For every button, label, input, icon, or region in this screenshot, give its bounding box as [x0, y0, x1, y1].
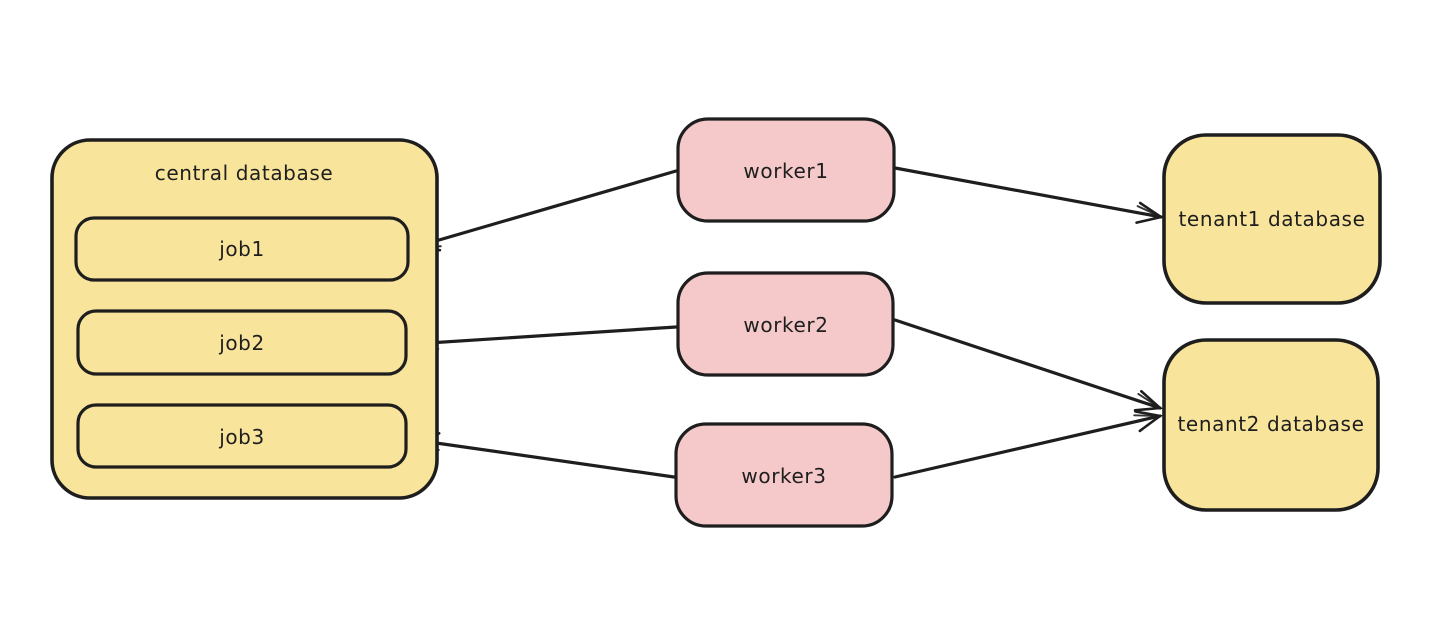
- tenant1-database-label: tenant1 database: [1178, 207, 1365, 231]
- tenant1-database-node: tenant1 database: [1162, 133, 1382, 305]
- worker1-box: [676, 117, 896, 223]
- worker2-label: worker2: [743, 313, 828, 337]
- edge-worker2-to-tenant2-database: [893, 318, 1160, 408]
- job3-node: job3: [76, 403, 408, 469]
- worker3-node: worker3: [674, 422, 894, 528]
- central-database-node: central database job1 job2 job3: [50, 138, 439, 500]
- edge-worker1-to-tenant1-database: [893, 166, 1161, 217]
- job1-label: job1: [218, 237, 265, 261]
- job2-label: job2: [218, 331, 265, 355]
- edge-worker2-to-job2: [413, 325, 678, 344]
- job3-label: job3: [218, 425, 265, 449]
- tenant2-database-node: tenant2 database: [1162, 338, 1380, 512]
- job1-node: job1: [74, 216, 410, 282]
- worker2-node: worker2: [676, 271, 895, 377]
- worker1-label: worker1: [743, 159, 828, 183]
- edge-worker3-to-tenant2-database: [893, 416, 1160, 479]
- job3-box: [76, 403, 408, 469]
- edge-worker1-to-job1: [415, 169, 678, 247]
- job2-node: job2: [76, 309, 408, 376]
- job1-box: [74, 216, 410, 282]
- tenant2-database-box: [1162, 338, 1380, 512]
- tenant2-database-label: tenant2 database: [1177, 412, 1364, 436]
- worker1-node: worker1: [676, 117, 896, 223]
- central-database-label: central database: [155, 161, 334, 185]
- worker2-box: [676, 271, 895, 377]
- job2-box: [76, 309, 408, 376]
- edge-worker3-to-job3: [415, 440, 676, 479]
- worker3-label: worker3: [741, 464, 826, 488]
- tenant1-database-box: [1162, 133, 1382, 305]
- worker3-box: [674, 422, 894, 528]
- edge-group: [413, 166, 1161, 479]
